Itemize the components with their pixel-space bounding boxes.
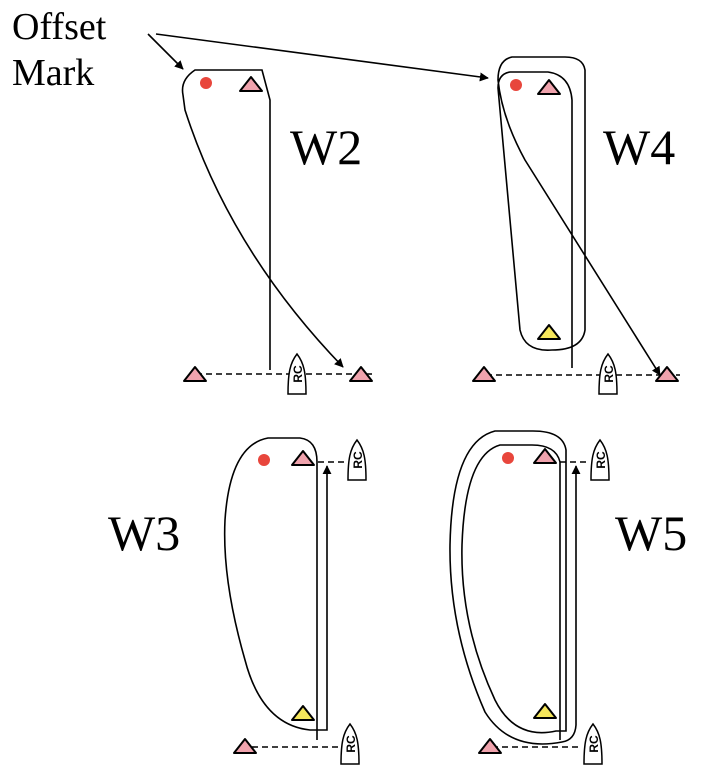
red-dot-icon — [510, 79, 522, 91]
committee-boat-icon: RC — [590, 439, 610, 481]
boat-label: RC — [594, 451, 608, 469]
offset-label-line2: Mark — [12, 52, 95, 94]
course-w3 — [223, 437, 348, 748]
course-label-w2: W2 — [290, 119, 363, 175]
pink-triangle-icon — [291, 450, 315, 466]
boat-label: RC — [602, 365, 616, 383]
red-dot-icon — [258, 454, 270, 466]
boat-label: RC — [291, 365, 305, 383]
pink-triangle-icon — [183, 366, 207, 382]
course-label-w4: W4 — [603, 119, 676, 175]
boat-label: RC — [344, 735, 358, 753]
course-w2 — [181, 69, 372, 375]
pink-triangle-icon — [655, 366, 679, 382]
pink-triangle-icon — [472, 366, 496, 382]
w5-route-outline — [449, 430, 581, 745]
committee-boat-icon: RC — [340, 723, 360, 765]
pink-triangle-icon — [233, 738, 257, 754]
pink-triangle-icon — [478, 738, 502, 754]
course-label-w5: W5 — [615, 505, 688, 561]
w4-route-outline — [497, 56, 661, 376]
yellow-triangle-icon — [291, 705, 315, 721]
yellow-triangle-icon — [537, 324, 561, 340]
committee-boat-icon: RC — [598, 353, 618, 395]
red-dot-icon — [502, 452, 514, 464]
boat-label: RC — [587, 735, 601, 753]
callout-arrow-to-w2 — [147, 33, 184, 70]
w3-route-outline — [223, 437, 332, 740]
pink-triangle-icon — [533, 448, 557, 464]
course-w4 — [486, 56, 680, 376]
boat-label: RC — [351, 451, 365, 469]
w2-route-outline — [181, 69, 344, 370]
pink-triangle-icon — [349, 366, 373, 382]
pink-triangle-icon — [239, 76, 263, 92]
course-label-w3: W3 — [108, 505, 181, 561]
committee-boat-icon: RC — [583, 723, 603, 765]
committee-boat-icon: RC — [347, 439, 367, 481]
committee-boat-icon: RC — [287, 353, 307, 395]
red-dot-icon — [200, 77, 212, 89]
pink-triangle-icon — [537, 79, 561, 95]
course-w5 — [449, 430, 590, 748]
offset-label-line1: Offset — [12, 6, 107, 48]
callout-arrow-to-w4 — [155, 33, 489, 82]
yellow-triangle-icon — [533, 703, 557, 719]
